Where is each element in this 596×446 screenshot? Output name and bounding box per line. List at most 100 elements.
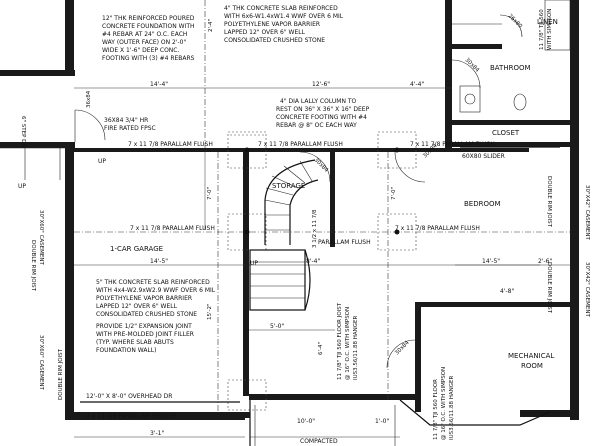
- stair: [249, 159, 319, 311]
- svg-text:7'-0": 7'-0": [391, 187, 397, 200]
- door-swing-mech: [386, 339, 416, 369]
- wall-closet-top: [452, 120, 572, 125]
- svg-text:3 1/2 x 11 7/8: 3 1/2 x 11 7/8: [312, 209, 318, 248]
- wall-linen-bottom: [452, 44, 502, 49]
- wall-bath-left: [445, 0, 452, 150]
- svg-text:WITH 6x6-W1.4xW1.4 WWF OVER 6: WITH 6x6-W1.4xW1.4 WWF OVER 6 MIL: [224, 13, 344, 20]
- svg-text:LAPPED 12" OVER 6" WELL: LAPPED 12" OVER 6" WELL: [96, 303, 178, 310]
- room-bathroom: BATHROOM: [490, 64, 531, 72]
- svg-text:12" THK REINFORCED POURED: 12" THK REINFORCED POURED: [102, 15, 195, 22]
- svg-text:30"X42" CASEMENT: 30"X42" CASEMENT: [584, 262, 590, 317]
- svg-text:FIRE RATED FPSC: FIRE RATED FPSC: [104, 125, 156, 132]
- svg-text:CONCRETE FOOTING WITH #4: CONCRETE FOOTING WITH #4: [276, 114, 367, 121]
- svg-text:2'-6": 2'-6": [538, 258, 552, 265]
- door-swing-bedroom: [394, 151, 426, 183]
- svg-text:DOUBLE RIM JOIST: DOUBLE RIM JOIST: [546, 262, 552, 314]
- dimension-lines: [74, 87, 570, 438]
- room-mechanical-1: MECHANICAL: [508, 352, 554, 360]
- svg-text:WITH SIMPSON: WITH SIMPSON: [547, 9, 553, 50]
- walls: [0, 0, 579, 420]
- svg-text:DOUBLE RIM JOIST: DOUBLE RIM JOIST: [30, 240, 36, 292]
- footing-box-d: [377, 213, 417, 251]
- room-storage: STORAGE: [272, 182, 305, 190]
- svg-text:2'-4": 2'-4": [208, 19, 214, 32]
- door-swing-entry: [74, 109, 106, 141]
- notes-garage-slab: 5" THK CONCRETE SLAB REINFORCED WITH 4x4…: [96, 279, 216, 318]
- entry-area: [0, 147, 65, 180]
- svg-text:5'-0": 5'-0": [270, 323, 284, 330]
- notes-fire-door: 36X84 3/4" HR FIRE RATED FPSC: [104, 117, 156, 132]
- wall-beam-line: [74, 148, 529, 152]
- wall-mech-top: [420, 302, 575, 307]
- svg-text:30"X60" CASEMENT: 30"X60" CASEMENT: [38, 335, 44, 390]
- wall-left-upper: [65, 0, 74, 70]
- svg-text:POLYETHYLENE VAPOR BARRIER: POLYETHYLENE VAPOR BARRIER: [96, 295, 192, 302]
- wall-bottom-left: [65, 412, 245, 420]
- svg-text:7 x 11 7/8 PARALLAM FLUSH: 7 x 11 7/8 PARALLAM FLUSH: [395, 225, 480, 232]
- wall-bay-left: [185, 412, 250, 418]
- vertical-labels: 6" STEP DN 36x84 30x84 26x80 30x84 30x84…: [20, 9, 590, 440]
- svg-text:UP: UP: [18, 183, 26, 190]
- room-linen: LINEN: [537, 18, 558, 26]
- wall-entry-bottom: [0, 142, 75, 148]
- bottom-bay: [249, 399, 551, 446]
- svg-text:4'-4": 4'-4": [410, 81, 424, 88]
- bath-fixtures: [452, 0, 571, 113]
- svg-text:5" THK CONCRETE SLAB REINFORCE: 5" THK CONCRETE SLAB REINFORCED: [96, 279, 210, 286]
- svg-text:WIDE X 1'-6" DEEP CONC.: WIDE X 1'-6" DEEP CONC.: [102, 47, 179, 54]
- notes-foundation: 12" THK REINFORCED POURED CONCRETE FOUND…: [102, 15, 195, 62]
- wall-closet-bottom: [452, 142, 572, 147]
- footing-box-a: [227, 131, 267, 169]
- svg-text:@ 16" O.C. WITH SIMPSON: @ 16" O.C. WITH SIMPSON: [345, 307, 351, 380]
- svg-text:7 x 11 7/8 PARALLAM FLUSH: 7 x 11 7/8 PARALLAM FLUSH: [130, 225, 215, 232]
- svg-text:7 x 11 7/8 PARALLAM FLUSH: 7 x 11 7/8 PARALLAM FLUSH: [410, 141, 495, 148]
- svg-text:UP: UP: [250, 260, 258, 267]
- svg-text:26x80: 26x80: [507, 13, 524, 30]
- wall-stair-left: [243, 148, 249, 396]
- svg-text:4" THK CONCRETE SLAB REINFORCE: 4" THK CONCRETE SLAB REINFORCED: [224, 5, 338, 12]
- svg-text:PARALLAM FLUSH: PARALLAM FLUSH: [318, 239, 371, 246]
- svg-text:IUS3.56/11.88 HANGER: IUS3.56/11.88 HANGER: [353, 316, 359, 380]
- room-bedroom: BEDROOM: [464, 200, 501, 208]
- notes-slab-top: 4" THK CONCRETE SLAB REINFORCED WITH 6x6…: [224, 5, 344, 44]
- svg-text:1'-0": 1'-0": [375, 418, 389, 425]
- svg-text:11 7/8" TJI 560 FLOOR JOIST: 11 7/8" TJI 560 FLOOR JOIST: [337, 302, 343, 380]
- svg-text:DOUBLE RIM JOIST: DOUBLE RIM JOIST: [546, 176, 552, 228]
- doors: [74, 14, 560, 403]
- svg-text:8'-4": 8'-4": [306, 258, 320, 265]
- svg-text:30"X42" CASEMENT: 30"X42" CASEMENT: [584, 185, 590, 240]
- svg-text:15'-2": 15'-2": [207, 303, 213, 320]
- svg-text:WAY (OUTER FACE) ON 2'-0": WAY (OUTER FACE) ON 2'-0": [102, 39, 186, 46]
- svg-text:6" STEP DN: 6" STEP DN: [20, 116, 26, 148]
- svg-text:3'-1": 3'-1": [150, 430, 164, 437]
- svg-text:IUS3.56/11.88 HANGER: IUS3.56/11.88 HANGER: [449, 376, 455, 440]
- svg-text:7 x 11 7/8 PARALLAM FLUSH: 7 x 11 7/8 PARALLAM FLUSH: [128, 141, 213, 148]
- dimension-text-vertical: 7'-0" 7'-0" 15'-2" 6'-4" 2'-4": [207, 19, 397, 355]
- svg-text:7'-0": 7'-0": [207, 187, 213, 200]
- svg-text:30x84: 30x84: [313, 157, 330, 174]
- footing-box-b: [227, 213, 267, 251]
- svg-text:11 7/8" TJI 560: 11 7/8" TJI 560: [539, 9, 545, 50]
- svg-text:CONCRETE FOUNDATION WITH: CONCRETE FOUNDATION WITH: [102, 23, 195, 30]
- svg-text:30x84: 30x84: [394, 340, 411, 357]
- svg-text:60X80 SLIDER: 60X80 SLIDER: [462, 153, 505, 160]
- svg-text:11 7/8" TJI 560 FLOOR: 11 7/8" TJI 560 FLOOR: [433, 379, 439, 440]
- svg-text:FOUNDATION WALL): FOUNDATION WALL): [96, 347, 157, 354]
- svg-text:REBAR @ 8" OC EACH WAY: REBAR @ 8" OC EACH WAY: [276, 122, 357, 129]
- svg-text:30x84: 30x84: [464, 57, 481, 74]
- footing-box-c: [377, 131, 417, 169]
- toilet-icon: [513, 93, 527, 111]
- notes-lally: 4" DIA LALLY COLUMN TO REST ON 36" X 36"…: [276, 98, 370, 129]
- svg-text:#4 REBAR AT 24" O.C. EACH: #4 REBAR AT 24" O.C. EACH: [102, 31, 187, 38]
- svg-text:7 x 11 7/8 PARALLAM HEADER: 7 x 11 7/8 PARALLAM HEADER: [86, 413, 177, 420]
- svg-text:DOUBLE RIM JOIST: DOUBLE RIM JOIST: [58, 348, 64, 400]
- beam-labels: 7 x 11 7/8 PARALLAM FLUSH 7 x 11 7/8 PAR…: [18, 141, 505, 445]
- svg-text:4'-8": 4'-8": [500, 288, 514, 295]
- vanity-icon: [459, 85, 481, 113]
- wall-entry-top: [0, 70, 75, 76]
- wall-bottom-right: [249, 394, 419, 400]
- room-mechanical-2: ROOM: [521, 362, 543, 370]
- door-swing-storage: [299, 151, 331, 183]
- door-swing-bath: [451, 59, 481, 89]
- svg-text:7 x 11 7/8 PARALLAM FLUSH: 7 x 11 7/8 PARALLAM FLUSH: [258, 141, 343, 148]
